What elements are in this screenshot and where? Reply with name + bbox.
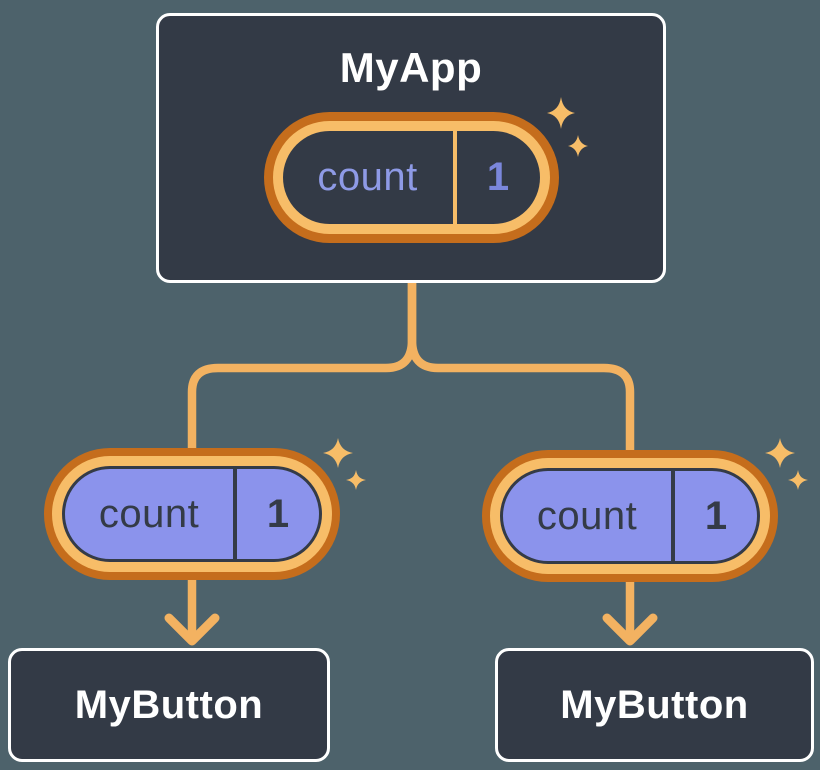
arrowhead-right-icon [602,613,658,646]
pill-ring: count 1 [52,456,332,572]
pill-body: count 1 [500,468,760,564]
state-pill-root: count 1 [263,112,559,243]
sparkle-icon [323,438,366,490]
state-value: 1 [704,493,728,538]
node-title: MyApp [339,44,483,91]
state-key-label: count [317,155,418,199]
node-mybutton-right: MyButton [495,648,814,762]
node-title: MyButton [560,683,749,727]
node-myapp: MyApp count 1 [156,13,666,283]
state-key-label: count [98,491,200,536]
sparkle-icon [765,438,808,490]
pill-ring: count 1 [272,121,550,234]
arrowhead-left-icon [164,613,220,646]
state-value: 1 [486,155,510,199]
node-title: MyButton [74,683,264,727]
state-key-label: count [536,493,638,538]
sparkle-icon [547,97,588,157]
pill-body: count 1 [282,131,540,224]
state-value: 1 [266,491,290,536]
node-mybutton-left: MyButton [8,648,330,762]
state-pill-left-child: count 1 [44,448,340,580]
connector-right-branch [407,280,635,638]
pill-divider [233,469,238,559]
state-pill-right-child: count 1 [482,450,778,582]
pill-divider [671,471,676,561]
pill-divider [452,131,457,224]
pill-ring: count 1 [490,458,770,574]
pill-body: count 1 [62,466,322,562]
